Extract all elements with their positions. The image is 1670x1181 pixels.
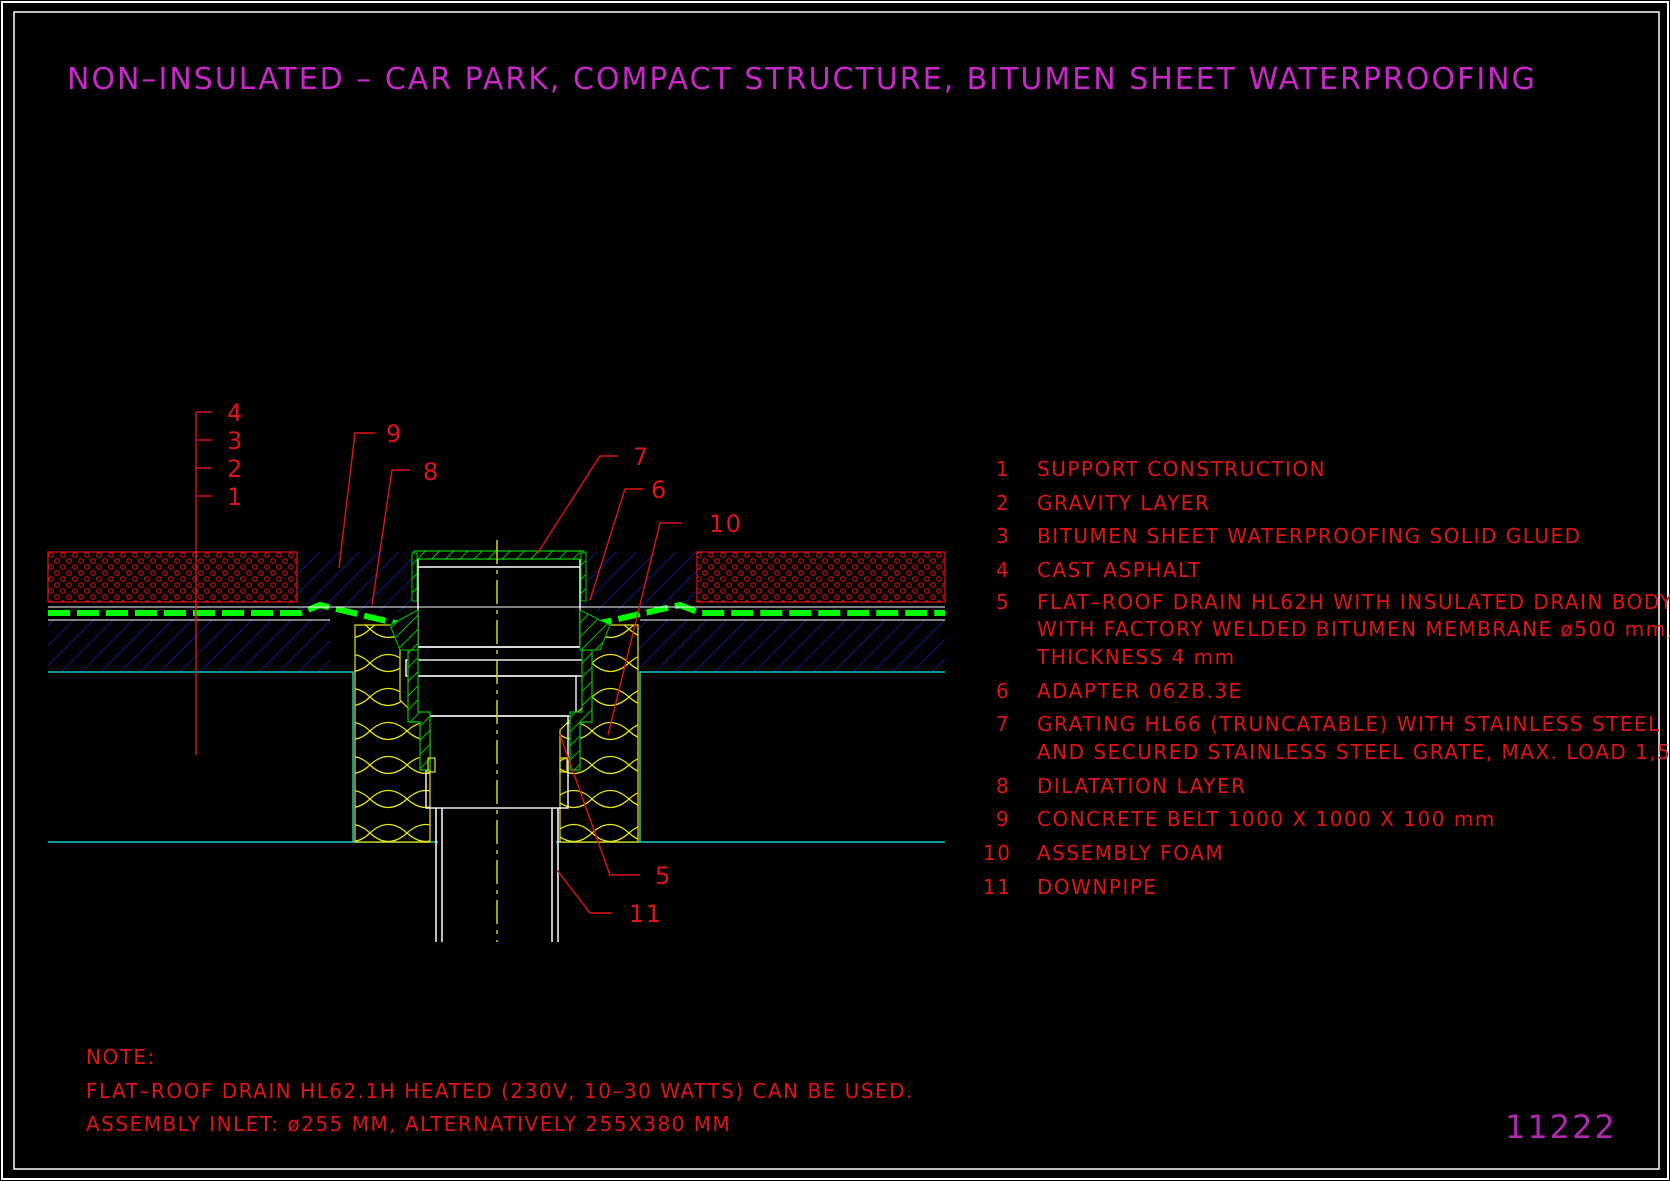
drain-body bbox=[405, 554, 586, 809]
callout-5: 5 bbox=[655, 862, 672, 890]
legend-num-10: 10 bbox=[983, 841, 1011, 865]
cast-asphalt-right bbox=[696, 551, 946, 603]
layer-callout-4: 4 bbox=[227, 399, 244, 427]
concrete-belt-left bbox=[297, 552, 417, 612]
notes: NOTE: FLAT–ROOF DRAIN HL62.1H HEATED (23… bbox=[86, 1045, 914, 1136]
callout-11: 11 bbox=[629, 900, 663, 928]
layer-callouts: 4 3 2 1 bbox=[195, 399, 244, 755]
support-construction-right bbox=[630, 620, 945, 672]
legend-text-5-line-3: THICKNESS 4 mm bbox=[1036, 645, 1236, 669]
legend-text-8: DILATATION LAYER bbox=[1037, 774, 1246, 798]
support-construction-left bbox=[48, 620, 330, 672]
callout-6: 6 bbox=[651, 476, 668, 504]
legend-text-4: CAST ASPHALT bbox=[1037, 558, 1202, 582]
legend-text-9: CONCRETE BELT 1000 X 1000 X 100 mm bbox=[1037, 807, 1496, 831]
legend-text-5-line-2: WITH FACTORY WELDED BITUMEN MEMBRANE ø50… bbox=[1037, 617, 1670, 641]
cross-section bbox=[47, 540, 946, 942]
legend-num-6: 6 bbox=[996, 679, 1010, 703]
drawing-title: NON–INSULATED – CAR PARK, COMPACT STRUCT… bbox=[67, 62, 1537, 97]
legend-text-3: BITUMEN SHEET WATERPROOFING SOLID GLUED bbox=[1037, 524, 1582, 548]
inner-frame bbox=[13, 11, 1660, 1170]
legend-num-8: 8 bbox=[996, 774, 1010, 798]
legend-text-2: GRAVITY LAYER bbox=[1037, 491, 1210, 515]
legend-num-1: 1 bbox=[996, 457, 1010, 481]
slab-outline-left bbox=[48, 671, 354, 842]
legend-text-7-line-1: GRATING HL66 (TRUNCATABLE) WITH STAINLES… bbox=[1037, 712, 1670, 736]
legend-num-9: 9 bbox=[996, 807, 1010, 831]
assembly-foam-left bbox=[354, 624, 431, 843]
seal-right bbox=[559, 757, 568, 773]
legend-num-5: 5 bbox=[996, 590, 1010, 614]
legend-num-7: 7 bbox=[996, 712, 1010, 736]
grating bbox=[413, 550, 585, 560]
legend-text-6: ADAPTER 062B.3E bbox=[1037, 679, 1243, 703]
callout-9: 9 bbox=[386, 420, 403, 448]
legend-num-11: 11 bbox=[983, 875, 1011, 899]
legend: 1 SUPPORT CONSTRUCTION 2 GRAVITY LAYER 3… bbox=[983, 457, 1670, 899]
legend-text-10: ASSEMBLY FOAM bbox=[1037, 841, 1224, 865]
note-line-2: ASSEMBLY INLET: ø255 MM, ALTERNATIVELY 2… bbox=[86, 1112, 731, 1136]
layer-callout-1: 1 bbox=[227, 483, 244, 511]
legend-text-5-line-1: FLAT–ROOF DRAIN HL62H WITH INSULATED DRA… bbox=[1037, 590, 1670, 614]
seal-left bbox=[427, 757, 436, 773]
legend-num-3: 3 bbox=[996, 524, 1010, 548]
slab-outline-right bbox=[639, 671, 945, 842]
legend-text-11: DOWNPIPE bbox=[1037, 875, 1158, 899]
layer-callout-2: 2 bbox=[227, 455, 244, 483]
callout-7: 7 bbox=[633, 443, 650, 471]
callout-10: 10 bbox=[709, 510, 743, 538]
cast-asphalt-left bbox=[47, 551, 298, 603]
note-line-1: FLAT–ROOF DRAIN HL62.1H HEATED (230V, 10… bbox=[86, 1079, 914, 1103]
legend-num-2: 2 bbox=[996, 491, 1010, 515]
legend-text-7-line-2: AND SECURED STAINLESS STEEL GRATE, MAX. … bbox=[1037, 740, 1670, 764]
legend-text-1: SUPPORT CONSTRUCTION bbox=[1037, 457, 1326, 481]
note-heading: NOTE: bbox=[86, 1045, 156, 1069]
layer-callout-3: 3 bbox=[227, 427, 244, 455]
downpipe bbox=[435, 808, 559, 942]
adapter bbox=[407, 649, 431, 771]
legend-num-4: 4 bbox=[996, 558, 1010, 582]
component-callouts bbox=[338, 432, 682, 914]
callout-8: 8 bbox=[423, 458, 440, 486]
concrete-belt-right bbox=[580, 552, 697, 612]
sheet-number: 11222 bbox=[1505, 1108, 1617, 1146]
